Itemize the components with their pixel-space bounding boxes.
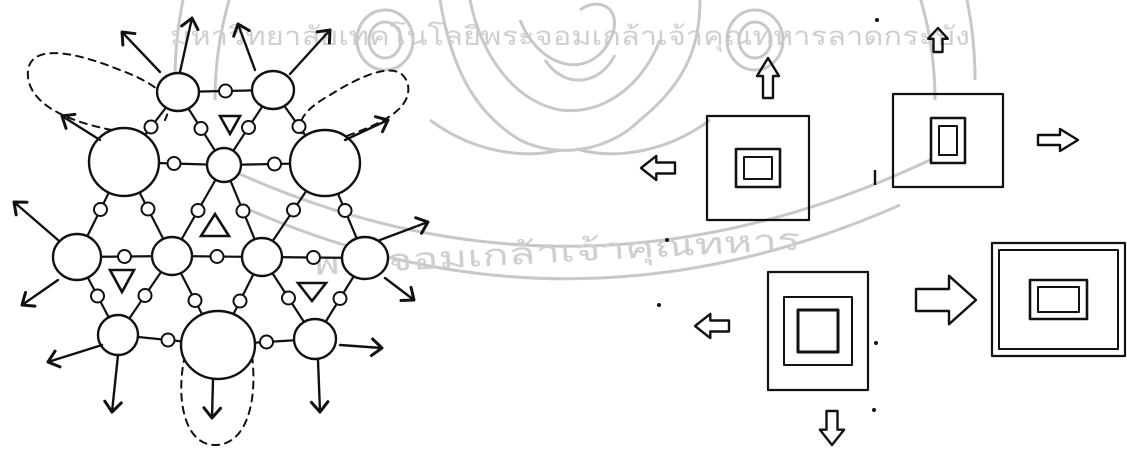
junction-node <box>307 251 320 264</box>
stray-dot <box>875 18 879 22</box>
outward-arrow <box>105 355 121 412</box>
cell-node <box>98 315 138 355</box>
cell-node <box>53 234 101 280</box>
down-arrow <box>820 411 844 445</box>
cell-node <box>89 128 159 196</box>
junction-node <box>118 250 131 263</box>
cell-node <box>207 148 241 182</box>
square-block <box>768 272 868 390</box>
junction-node <box>234 295 247 308</box>
dashed-enclosure <box>28 53 168 130</box>
outward-arrow <box>204 380 221 418</box>
cell-node <box>294 319 336 359</box>
triangle-mark <box>298 283 326 301</box>
junction-node <box>189 294 202 307</box>
junction-node <box>242 121 255 134</box>
junction-node <box>142 203 155 216</box>
square-block <box>893 94 1003 187</box>
junction-node <box>334 292 347 305</box>
cell-node <box>152 237 192 275</box>
network-junctions <box>91 85 352 349</box>
junction-node <box>139 289 152 302</box>
junction-node <box>282 292 295 305</box>
junction-node <box>237 205 250 218</box>
outward-arrow <box>385 278 414 301</box>
square-block <box>992 243 1125 356</box>
cell-node <box>157 73 199 111</box>
junction-node <box>192 204 205 217</box>
watermark-arc-text: มหาวิทยาลัยเทคโนโลยีพระจอมเกล้าเจ้าคุณทห… <box>170 21 970 52</box>
cell-node <box>242 238 282 276</box>
junction-node <box>287 204 300 217</box>
cell-node <box>252 71 294 109</box>
junction-node <box>94 203 107 216</box>
junction-node <box>91 290 104 303</box>
stray-dot <box>874 341 878 345</box>
cell-node <box>342 237 388 279</box>
junction-node <box>260 336 273 349</box>
triangle-mark <box>220 116 240 134</box>
left-arrow <box>641 156 675 180</box>
network-diagram <box>14 18 428 445</box>
outward-arrow <box>62 114 100 140</box>
outward-arrow <box>340 339 382 356</box>
junction-node <box>268 158 281 171</box>
junction-node <box>162 334 175 347</box>
junction-node <box>293 120 306 133</box>
cell-node <box>290 130 360 196</box>
right-arrow <box>916 276 976 324</box>
stray-dot <box>665 238 669 242</box>
junction-node <box>168 157 181 170</box>
junction-node <box>211 250 224 263</box>
outward-arrow <box>122 32 160 72</box>
junction-node <box>195 122 208 135</box>
junction-node <box>339 204 352 217</box>
junction-node <box>219 85 232 98</box>
dashed-enclosure <box>300 71 408 140</box>
outward-arrow <box>22 280 58 306</box>
junction-node <box>145 121 158 134</box>
left-arrow <box>695 314 729 338</box>
cell-node <box>181 311 255 379</box>
outward-arrow <box>311 360 328 412</box>
triangle-mark <box>110 270 134 292</box>
square-block <box>707 116 809 220</box>
up-arrow <box>757 58 779 98</box>
outward-arrow <box>48 345 102 367</box>
university-seal-watermark: มหาวิทยาลัยเทคโนโลยีพระจอมเกล้าเจ้าคุณทห… <box>170 0 975 284</box>
outward-arrow <box>14 202 58 240</box>
stray-dot <box>872 408 876 412</box>
triangle-mark <box>201 214 229 236</box>
right-arrow <box>1038 129 1078 151</box>
stray-dot <box>657 303 661 307</box>
